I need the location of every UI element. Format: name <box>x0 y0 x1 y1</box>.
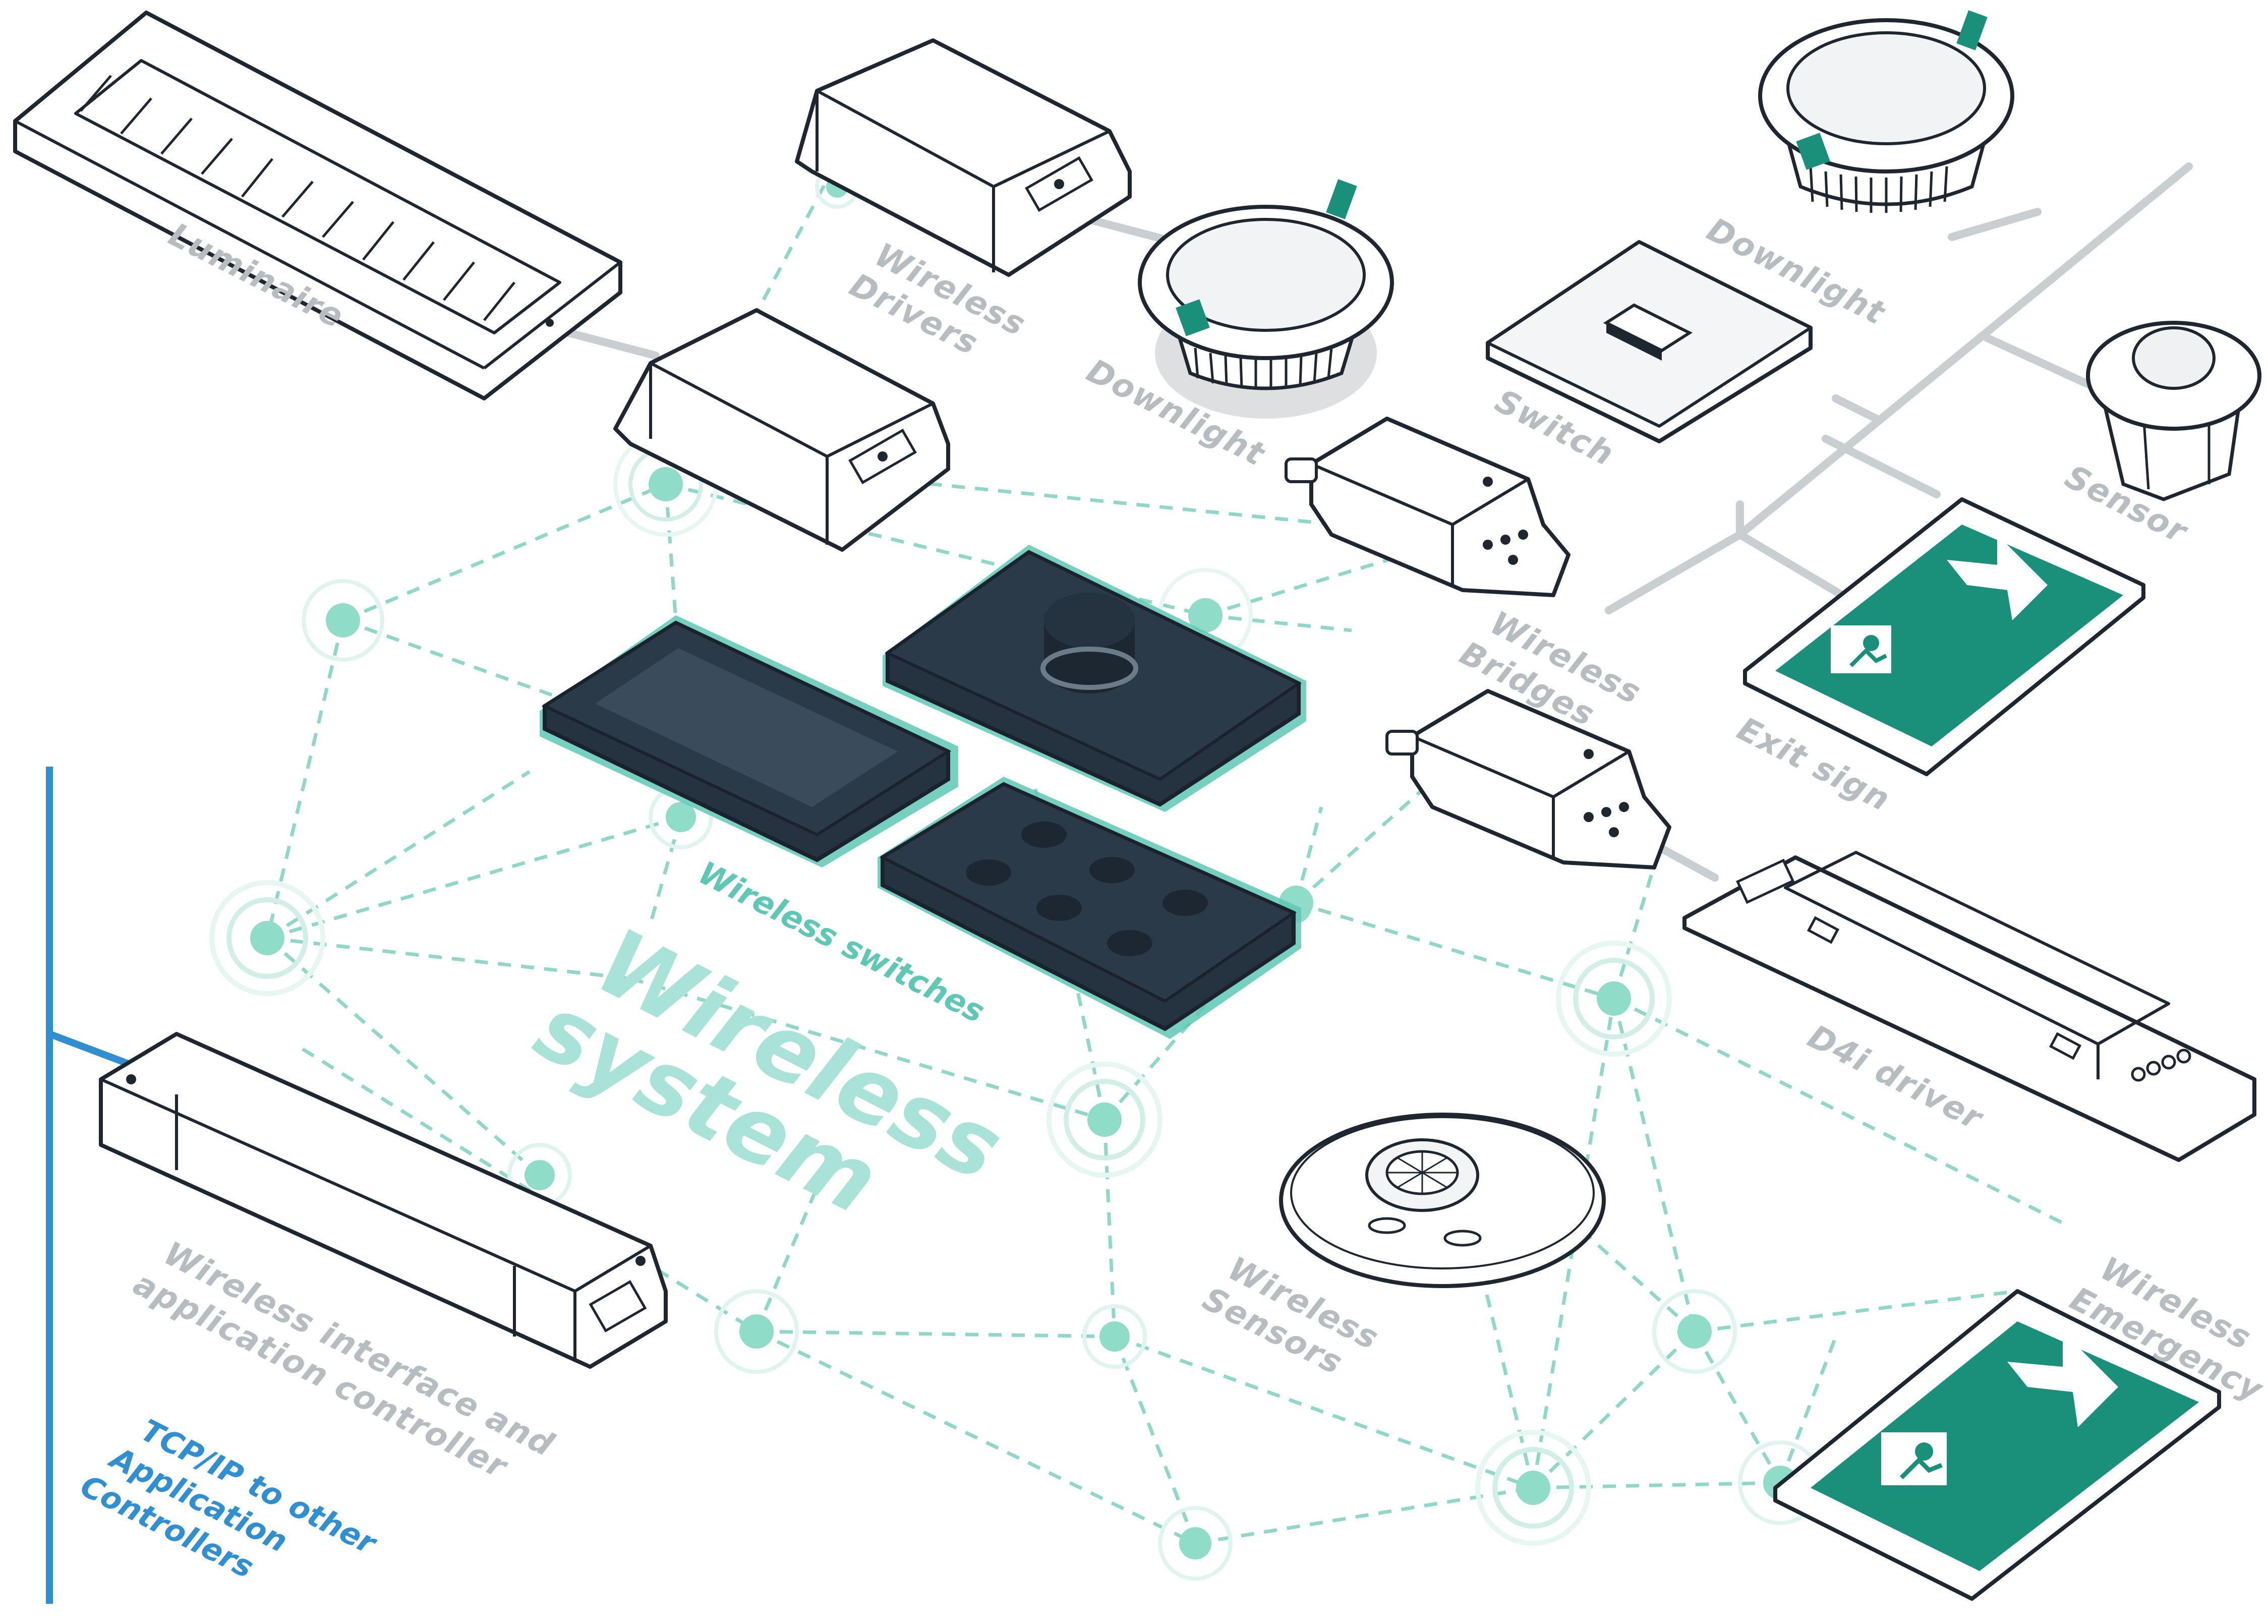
tcp-ip-link <box>46 767 138 1604</box>
mesh-node <box>209 880 325 996</box>
mesh-node <box>1475 1430 1591 1546</box>
sensor-icon <box>2086 321 2261 501</box>
rotary-dimmer-icon <box>883 545 1306 812</box>
downlight-icon <box>1138 179 1394 419</box>
mesh-node <box>1046 1062 1162 1178</box>
mesh-node <box>1652 1289 1737 1374</box>
mesh-node <box>1158 1506 1233 1581</box>
mesh-node <box>1082 1304 1147 1369</box>
emergency-sign-icon <box>1773 1289 2221 1601</box>
ceiling-sensor-icon <box>1279 1113 1606 1288</box>
downlight-icon <box>1758 10 2014 213</box>
wireless-driver-icon <box>613 308 950 552</box>
wireless-bridge-icon <box>1285 417 1571 597</box>
mesh-nodes <box>209 164 1823 1581</box>
mesh-node <box>1556 941 1672 1057</box>
keypad-icon <box>878 777 1301 1039</box>
mesh-node <box>302 579 384 662</box>
switch-icon <box>1486 240 1813 443</box>
exit-sign-icon <box>1743 497 2145 776</box>
wireless-bridge-icon <box>1385 689 1671 869</box>
mesh-node <box>714 1289 799 1374</box>
luminaire-icon <box>13 11 622 400</box>
wireless-driver-icon <box>795 38 1132 277</box>
d4i-driver-icon <box>1682 851 2256 1162</box>
touch-panel-icon <box>540 615 958 867</box>
interface-controller-icon <box>99 1032 668 1369</box>
